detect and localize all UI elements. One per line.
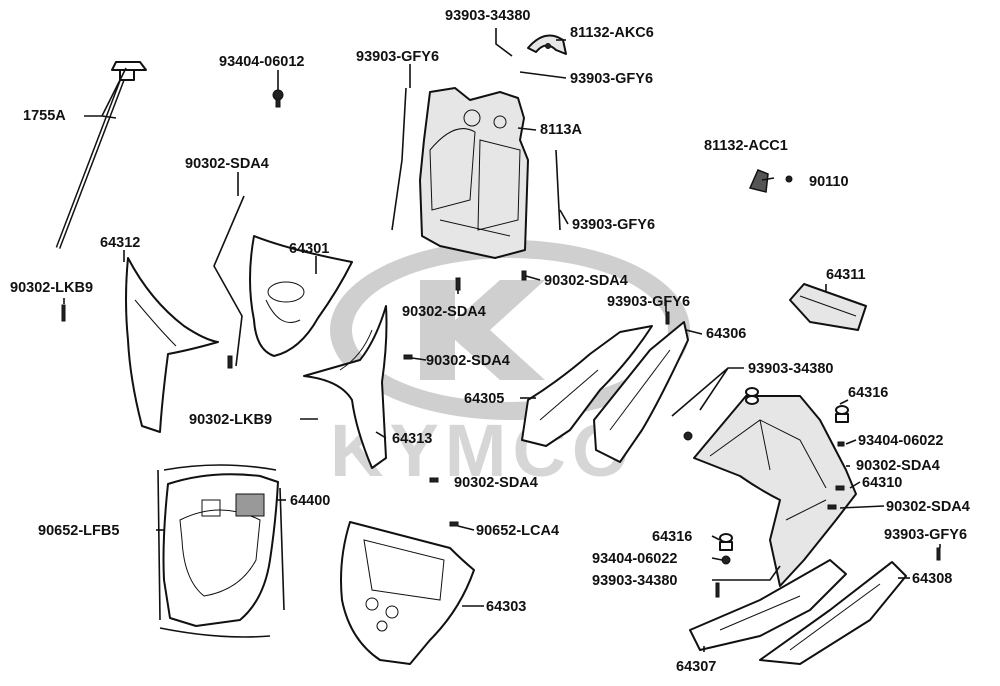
label-64316-a: 64316 <box>848 385 888 401</box>
label-90652-LFB5: 90652-LFB5 <box>38 523 119 539</box>
label-90302-SDA4-a: 90302-SDA4 <box>185 156 269 172</box>
part-64311 <box>789 283 867 331</box>
part-64308 <box>759 561 907 665</box>
part-64400 <box>162 473 279 627</box>
part-64312 <box>125 257 219 433</box>
label-8113A: 8113A <box>540 122 582 138</box>
label-90302-LKB9-b: 90302-LKB9 <box>189 412 272 428</box>
label-93404-06022-a: 93404-06022 <box>858 433 943 449</box>
label-64306: 64306 <box>706 326 746 342</box>
label-64311: 64311 <box>826 267 866 283</box>
part-64307 <box>689 559 847 651</box>
part-8113A <box>419 87 529 259</box>
label-93903-GFY6-b: 93903-GFY6 <box>570 71 653 87</box>
part-1755A <box>55 61 147 249</box>
label-93903-34380-mid: 93903-34380 <box>748 361 833 377</box>
part-64310 <box>693 395 857 587</box>
part-64305 <box>521 325 653 447</box>
label-64313: 64313 <box>392 431 432 447</box>
part-90110 <box>785 175 793 183</box>
label-64303: 64303 <box>486 599 526 615</box>
part-64306 <box>593 321 689 463</box>
label-90110: 90110 <box>809 174 849 190</box>
part-64313 <box>303 305 388 469</box>
label-90302-SDA4-f: 90302-SDA4 <box>454 475 538 491</box>
label-93903-34380-low: 93903-34380 <box>592 573 677 589</box>
label-93404-06022-b: 93404-06022 <box>592 551 677 567</box>
label-90302-SDA4-d: 90302-SDA4 <box>426 353 510 369</box>
label-64301: 64301 <box>289 241 329 257</box>
label-64316-b: 64316 <box>652 529 692 545</box>
label-93903-GFY6-a: 93903-GFY6 <box>356 49 439 65</box>
label-1755A: 1755A <box>23 108 66 124</box>
label-90302-SDA4-c: 90302-SDA4 <box>402 304 486 320</box>
part-64303 <box>340 521 475 665</box>
label-93903-GFY6-c: 93903-GFY6 <box>572 217 655 233</box>
label-64400: 64400 <box>290 493 330 509</box>
label-81132-AKC6: 81132-AKC6 <box>570 25 654 41</box>
label-93903-34380-top: 93903-34380 <box>445 8 530 24</box>
fastener-strips <box>157 87 561 638</box>
label-90302-LKB9-a: 90302-LKB9 <box>10 280 93 296</box>
callout-labels: 93903-34380 81132-AKC6 93404-06012 93903… <box>10 8 970 675</box>
part-81132-ACC1 <box>748 169 769 193</box>
hardware-screws <box>61 43 941 598</box>
label-90302-SDA4-b: 90302-SDA4 <box>544 273 628 289</box>
part-64301 <box>249 235 353 357</box>
label-90302-SDA4-g: 90302-SDA4 <box>886 499 970 515</box>
label-93903-GFY6-e: 93903-GFY6 <box>884 527 967 543</box>
label-64312: 64312 <box>100 235 140 251</box>
label-90652-LCA4: 90652-LCA4 <box>476 523 559 539</box>
label-93404-06012: 93404-06012 <box>219 54 304 70</box>
label-64305: 64305 <box>464 391 504 407</box>
part-93404-06012 <box>272 89 284 108</box>
label-81132-ACC1: 81132-ACC1 <box>704 138 788 154</box>
label-90302-SDA4-e: 90302-SDA4 <box>856 458 940 474</box>
label-64310: 64310 <box>862 475 902 491</box>
leader-lines <box>63 28 941 652</box>
label-64308: 64308 <box>912 571 952 587</box>
label-64307: 64307 <box>676 659 716 675</box>
label-93903-GFY6-d: 93903-GFY6 <box>607 294 690 310</box>
